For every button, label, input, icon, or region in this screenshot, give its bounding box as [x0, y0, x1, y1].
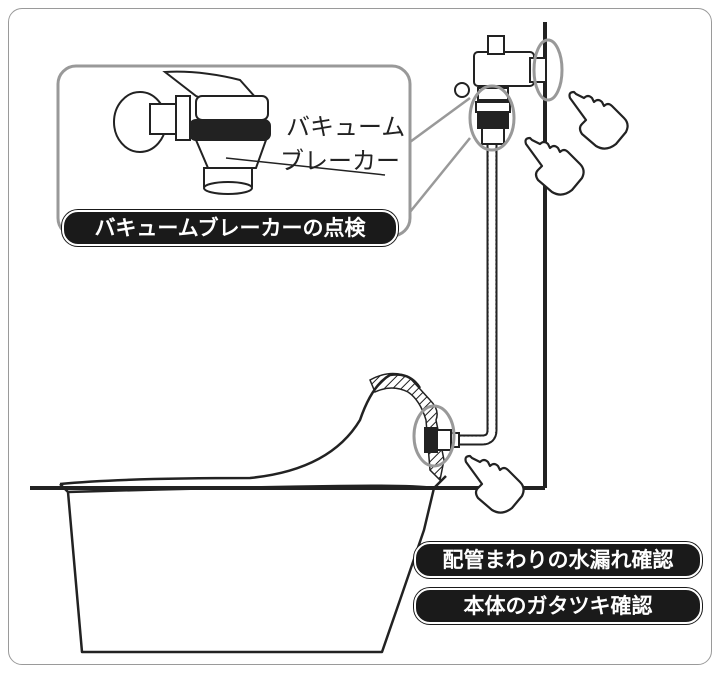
- vacuum-breaker-illustration: [113, 70, 271, 195]
- pipe-leak-check-label: 配管まわりの水漏れ確認: [414, 542, 702, 578]
- inspection-ring-breaker: [468, 84, 516, 152]
- callout-leader-top: [409, 96, 471, 144]
- hand-pointer-icon: [524, 136, 585, 196]
- urinal-back-hatch: [369, 372, 445, 482]
- urinal-body: [59, 373, 447, 654]
- hand-pointer-icon: [464, 454, 525, 514]
- supply-pipe: [452, 139, 498, 446]
- hand-pointer-icon: [568, 90, 629, 150]
- inspection-ring-wall: [532, 38, 564, 102]
- flush-valve: [454, 35, 547, 145]
- part-label-line2: ブレーカー: [280, 147, 400, 175]
- inspection-ring-connector: [412, 404, 456, 468]
- diagram-frame: [8, 8, 712, 665]
- vacuum-breaker-check-label: バキュームブレーカーの点検: [62, 210, 398, 246]
- part-leader-line: [225, 157, 386, 176]
- part-label-line1: バキューム: [286, 113, 406, 141]
- body-wobble-check-label: 本体のガタツキ確認: [414, 588, 702, 624]
- callout-leader-bottom: [409, 137, 471, 213]
